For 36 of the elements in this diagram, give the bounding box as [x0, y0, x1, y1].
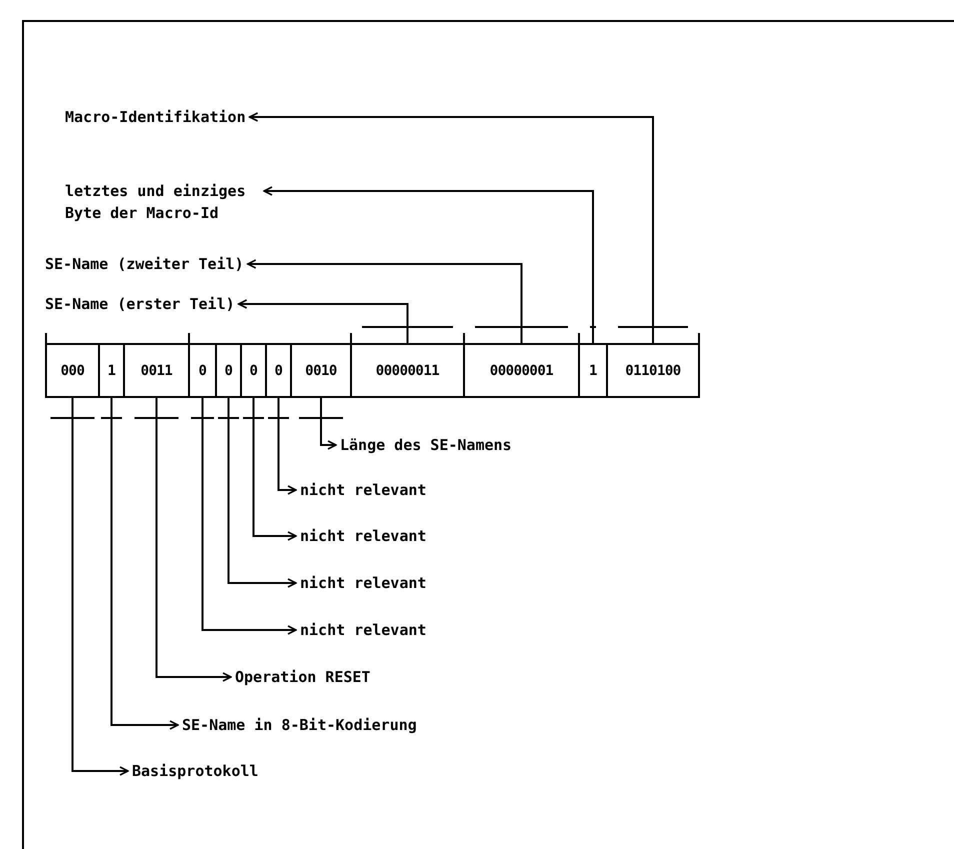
bit-field-cell: 00000001	[463, 343, 580, 398]
field-description: Operation RESET	[235, 666, 370, 688]
leader-line	[248, 112, 654, 343]
bit-field-cell: 0010	[290, 343, 352, 398]
bit-field-cell: 0	[240, 343, 267, 398]
bit-field-cell: 000	[45, 343, 100, 398]
leader-line	[202, 398, 297, 635]
bit-field-cell: 0011	[123, 343, 190, 398]
leader-line	[278, 398, 297, 495]
leader-line	[156, 398, 232, 682]
field-description: Basisprotokoll	[132, 760, 258, 782]
leader-line	[252, 398, 297, 541]
leader-line	[72, 398, 129, 776]
bit-field-cell: 00000011	[350, 343, 465, 398]
bit-field-cell: 1	[578, 343, 608, 398]
leader-line	[320, 398, 337, 450]
bit-field-cell: 0	[215, 343, 242, 398]
leader-line	[263, 186, 594, 343]
bit-field-cell: 0110100	[606, 343, 700, 398]
leader-line	[110, 398, 179, 730]
bit-field-cell: 0	[265, 343, 292, 398]
field-description: nicht relevant	[300, 479, 426, 501]
field-description: SE-Name in 8-Bit-Kodierung	[182, 714, 417, 736]
field-description: Länge des SE-Namens	[340, 434, 512, 456]
bit-field-cell: 1	[98, 343, 125, 398]
field-description: Macro-Identifikation	[65, 106, 246, 128]
field-description: nicht relevant	[300, 525, 426, 547]
field-description: nicht relevant	[300, 572, 426, 594]
field-description: letztes und einziges Byte der Macro-Id	[65, 180, 260, 224]
leader-line	[246, 259, 522, 343]
leader-line	[238, 299, 408, 343]
leader-line	[228, 398, 297, 588]
bit-field-cell: 0	[188, 343, 217, 398]
field-description: SE-Name (zweiter Teil)	[45, 253, 244, 275]
field-description: SE-Name (erster Teil)	[45, 293, 235, 315]
field-description: nicht relevant	[300, 619, 426, 641]
